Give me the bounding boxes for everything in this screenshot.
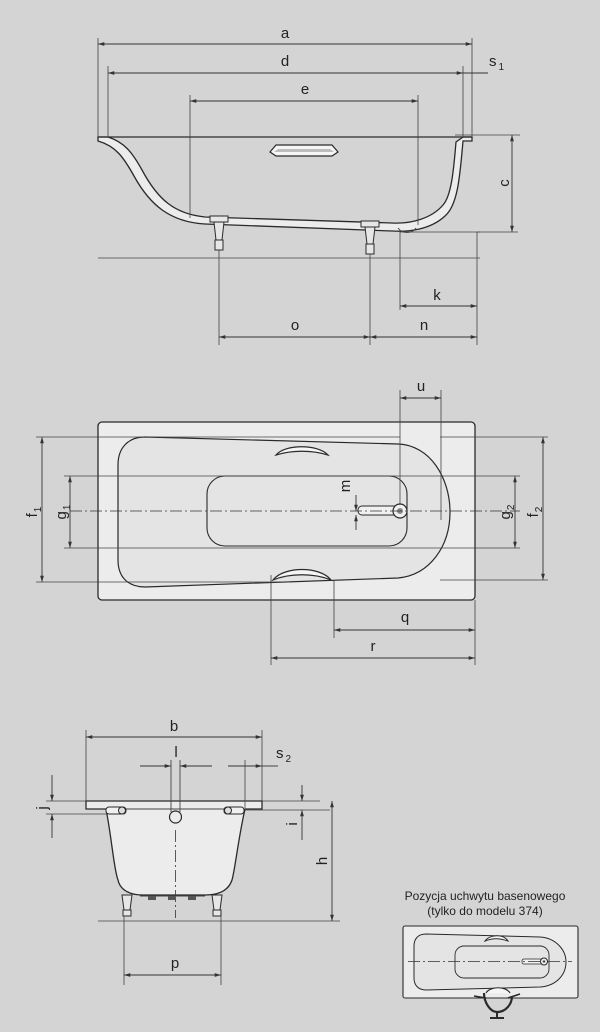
dim-k-label: k	[433, 287, 441, 304]
dim-h-label: h	[314, 857, 331, 865]
side-handle-icon	[269, 144, 339, 157]
dim-a-label: a	[281, 25, 290, 42]
tub-top-basin	[117, 436, 451, 588]
dim-d-label: d	[281, 53, 289, 70]
dim-g1-label: g1	[53, 504, 73, 519]
dim-l-label: l	[174, 744, 177, 761]
inset-caption-line1: Pozycja uchwytu basenowego	[405, 889, 566, 903]
dim-i-label: i	[284, 822, 301, 825]
inset-pool-handle: Pozycja uchwytu basenowego (tylko do mod…	[402, 889, 579, 1019]
dim-g2-label: g2	[497, 504, 517, 519]
dim-f2-label: f2	[525, 506, 545, 517]
dim-c-label: c	[496, 179, 513, 187]
foot-left-icon	[209, 215, 229, 251]
dim-j-label: j	[34, 806, 51, 810]
front-feet-icon	[121, 894, 223, 917]
inset-upper-handle-icon	[483, 935, 510, 943]
dim-n-label: n	[420, 317, 428, 334]
foot-right-icon	[360, 220, 380, 255]
drain-outlet-icon	[397, 227, 417, 233]
tub-front-body	[85, 800, 263, 896]
dim-o-label: o	[291, 317, 299, 334]
top-handle-upper-icon	[274, 446, 330, 457]
inset-pool-grab-handle-icon	[473, 987, 521, 1019]
front-handle-left-icon	[105, 806, 127, 815]
top-handle-lower-icon	[271, 569, 333, 582]
inset-tub-basin	[413, 933, 567, 991]
dim-r-label: r	[371, 638, 376, 655]
dim-u-label: u	[417, 378, 425, 395]
front-overflow-icon	[168, 760, 183, 824]
top-view: u m g1 f1 g2 f2 q r	[24, 378, 548, 665]
dim-p-label: p	[171, 955, 179, 972]
front-handle-right-icon	[223, 806, 245, 815]
tub-side-body	[97, 136, 473, 232]
dim-b-label: b	[170, 718, 178, 735]
dim-m-label: m	[337, 480, 354, 493]
inset-caption-line2: (tylko do modelu 374)	[427, 904, 542, 918]
dim-e-label: e	[301, 81, 309, 98]
inset-tub-floor	[454, 945, 550, 979]
dim-q-label: q	[401, 609, 409, 626]
dim-f1-label: f1	[24, 506, 44, 517]
